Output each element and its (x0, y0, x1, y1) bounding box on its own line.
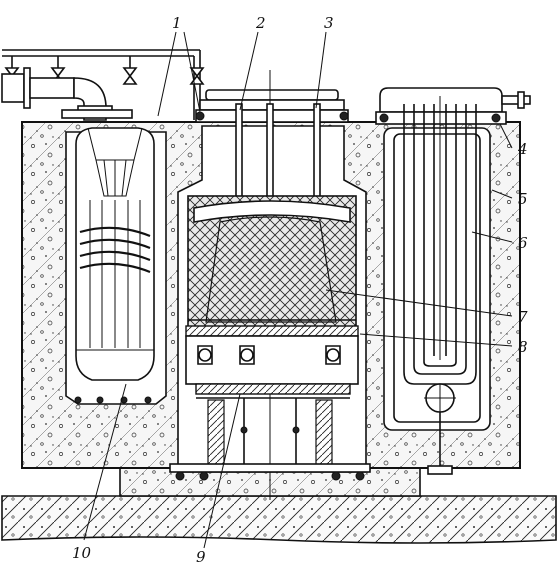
cylindrical-tank-left (74, 127, 155, 404)
bottom-flange (169, 463, 371, 481)
callout-8: 8 (518, 338, 528, 356)
callout-2: 2 (255, 14, 266, 32)
callout-4: 4 (517, 140, 528, 158)
callout-labels: 1 2 3 4 5 6 7 8 9 10 (72, 14, 528, 566)
lower-tray (185, 335, 359, 399)
callout-5: 5 (518, 190, 528, 208)
callout-9: 9 (196, 548, 206, 566)
callout-6: 6 (518, 234, 528, 252)
right-lid (375, 87, 531, 125)
callout-1: 1 (172, 14, 182, 32)
pipe-manifold (1, 49, 205, 121)
leader-lines (83, 31, 513, 549)
callout-10: 10 (72, 544, 92, 562)
insulated-chamber-center (185, 195, 359, 337)
callout-7: 7 (518, 308, 528, 326)
ground-soil (1, 495, 557, 544)
callout-3: 3 (324, 14, 334, 32)
tube-bundle-vessel-right (393, 96, 481, 475)
valve-icon (122, 67, 138, 85)
